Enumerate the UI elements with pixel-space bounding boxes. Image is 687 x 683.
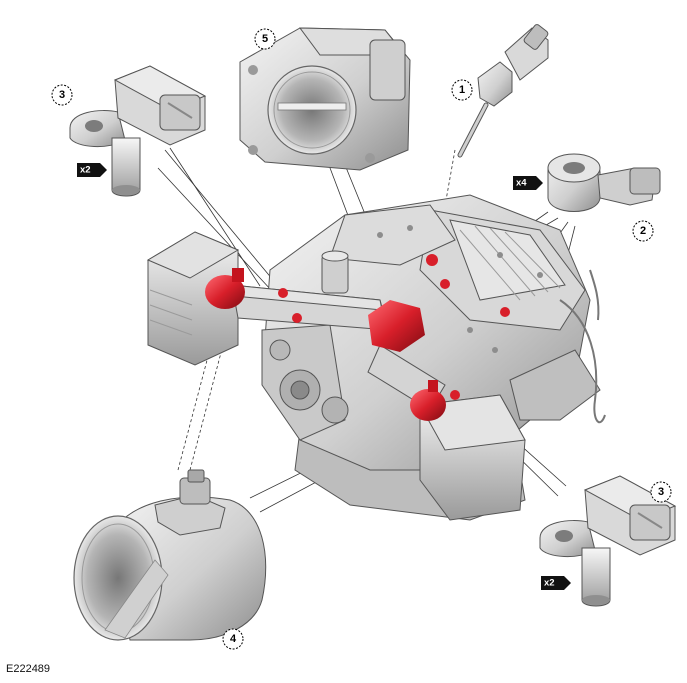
qty-tag-camshaft-left: x2 [77,163,107,177]
callout-5: 5 [254,28,276,50]
maf-sensor-connector-lower [428,380,438,392]
temperature-sensor [457,24,549,158]
knock-sensor-location-1 [440,279,450,289]
qty-text-camshaft-right: x2 [544,578,555,589]
maf-sensor-location-lower [410,389,446,421]
qty-tag-camshaft-right: x2 [541,576,571,590]
callout-4-label: 4 [230,633,237,645]
camshaft-sensor-left [69,65,207,197]
callout-1-label: 1 [459,84,465,96]
camshaft-sensor-location-1 [278,288,288,298]
knock-sensor [547,153,661,212]
qty-text-knock: x4 [516,178,527,189]
maf-sensor-location-upper [205,275,245,309]
callout-3-left: 3 [51,84,73,106]
callout-3-left-label: 3 [59,89,65,101]
callout-2: 2 [632,220,654,242]
callout-4: 4 [222,628,244,650]
qty-tag-knock: x4 [513,176,543,190]
callout-5-label: 5 [262,33,268,45]
qty-text-camshaft-left: x2 [80,165,91,176]
highlighted-sensor-locations [205,254,510,421]
knock-sensor-location-2 [500,307,510,317]
camshaft-sensor-right [539,475,677,607]
throttle-body [239,27,411,171]
callout-1: 1 [451,79,473,101]
throttle-body-location [368,300,425,352]
engine-assembly [146,194,606,521]
mass-air-flow-sensor [73,469,267,641]
maf-sensor-connector-upper [232,268,244,282]
callout-3-right-label: 3 [658,486,664,498]
camshaft-sensor-location-3 [450,390,460,400]
callout-3-right: 3 [650,481,672,503]
temp-sensor-location [426,254,438,266]
callout-2-label: 2 [640,225,646,237]
camshaft-sensor-location-2 [292,313,302,323]
figure-reference: E222489 [6,663,50,675]
